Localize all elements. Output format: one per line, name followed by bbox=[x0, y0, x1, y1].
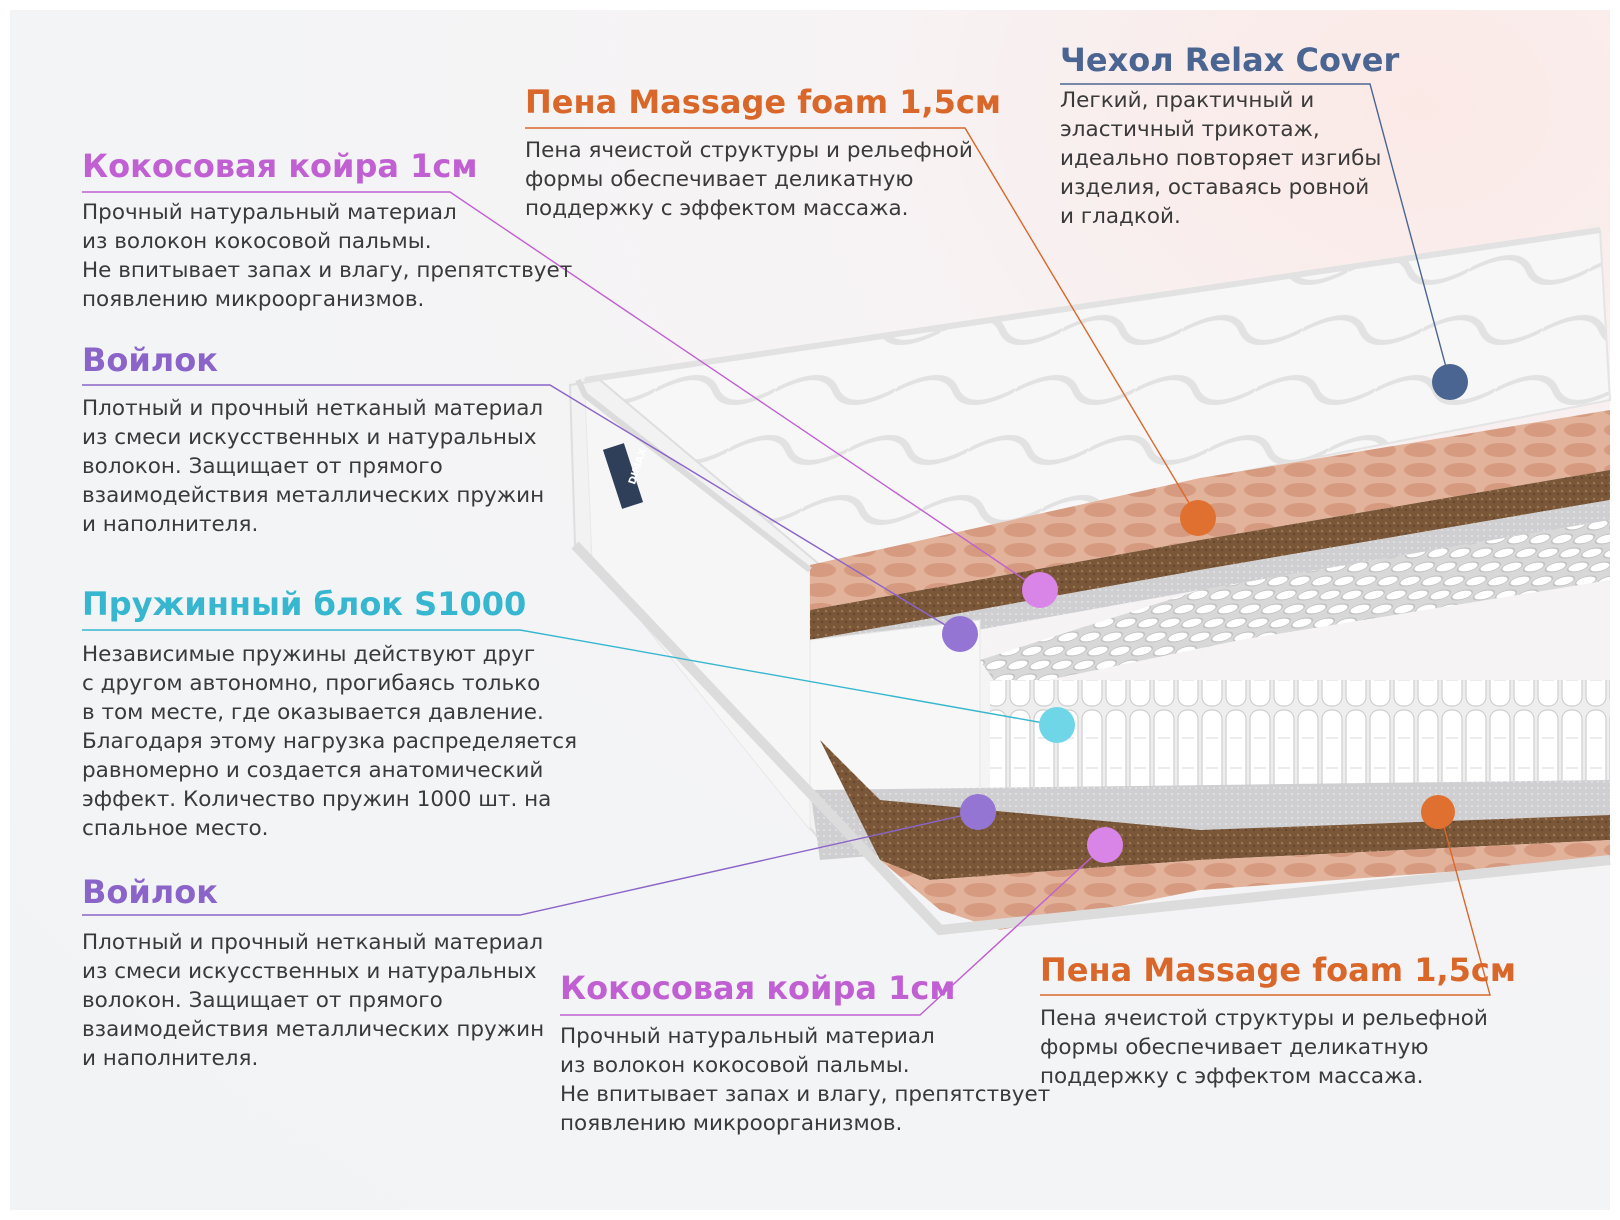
label-felt-top: Войлок Плотный и прочный нетканый матери… bbox=[82, 340, 544, 539]
leader-massage-bottom bbox=[1040, 811, 1491, 996]
label-massage-bottom: Пена Massage foam 1,5см Пена ячеистой ст… bbox=[1040, 950, 1516, 1091]
layer-massage-bottom bbox=[880, 840, 1610, 930]
label-massage-top: Пена Massage foam 1,5см Пена ячеистой ст… bbox=[525, 82, 1001, 223]
label-spring: Пружинный блок S1000 Независимые пружины… bbox=[82, 584, 577, 843]
spring-block-tops bbox=[980, 520, 1610, 690]
leader-massage-top bbox=[525, 127, 1199, 519]
leader-felt-bottom bbox=[82, 811, 979, 916]
label-cover-title: Чехол Relax Cover bbox=[1060, 41, 1400, 79]
label-felt-top-desc: Плотный и прочный нетканый материал из с… bbox=[82, 396, 545, 537]
leader-felt-top bbox=[82, 384, 961, 635]
label-massage-top-title: Пена Massage foam 1,5см bbox=[525, 83, 1001, 121]
marker-massage-top bbox=[1180, 500, 1216, 536]
label-massage-top-desc: Пена ячеистой структуры и рельефной форм… bbox=[525, 138, 973, 221]
leader-coconut-bottom bbox=[560, 844, 1106, 1016]
leader-coconut-top bbox=[82, 191, 1041, 591]
marker-massage-bottom bbox=[1421, 795, 1455, 829]
label-coconut-bottom: Кокосовая койра 1см Прочный натуральный … bbox=[560, 968, 1050, 1138]
leader-cover bbox=[1060, 83, 1451, 383]
marker-spring bbox=[1039, 707, 1075, 743]
label-spring-title: Пружинный блок S1000 bbox=[82, 585, 527, 623]
marker-felt-top bbox=[942, 616, 978, 652]
label-coconut-bottom-title: Кокосовая койра 1см bbox=[560, 969, 956, 1007]
label-coconut-top-title: Кокосовая койра 1см bbox=[82, 147, 478, 185]
label-felt-bottom-desc: Плотный и прочный нетканый материал из с… bbox=[82, 930, 545, 1071]
layer-felt-top bbox=[810, 500, 1610, 660]
label-massage-bottom-desc: Пена ячеистой структуры и рельефной форм… bbox=[1040, 1006, 1488, 1089]
label-spring-desc: Независимые пружины действуют друг с дру… bbox=[82, 642, 578, 841]
label-cover: Чехол Relax Cover Легкий, практичный и э… bbox=[1060, 40, 1399, 231]
label-coconut-top: Кокосовая койра 1см Прочный натуральный … bbox=[82, 146, 572, 314]
label-cover-desc: Легкий, практичный и эластичный трикотаж… bbox=[1060, 88, 1382, 229]
label-coconut-top-desc: Прочный натуральный материал из волокон … bbox=[82, 200, 573, 312]
label-massage-bottom-title: Пена Massage foam 1,5см bbox=[1040, 951, 1516, 989]
marker-cover bbox=[1432, 364, 1468, 400]
marker-coconut-bottom bbox=[1087, 827, 1123, 863]
layer-coir-bottom bbox=[820, 740, 1610, 880]
label-felt-bottom-title: Войлок bbox=[82, 873, 218, 911]
marker-coconut-top bbox=[1022, 572, 1058, 608]
label-coconut-bottom-desc: Прочный натуральный материал из волокон … bbox=[560, 1024, 1051, 1136]
marker-felt-bottom bbox=[960, 794, 996, 830]
brand-label bbox=[602, 443, 644, 509]
leader-spring bbox=[82, 629, 1056, 726]
label-felt-top-title: Войлок bbox=[82, 341, 218, 379]
label-felt-bottom: Войлок Плотный и прочный нетканый матери… bbox=[82, 872, 544, 1073]
layer-coir-top bbox=[810, 470, 1610, 640]
